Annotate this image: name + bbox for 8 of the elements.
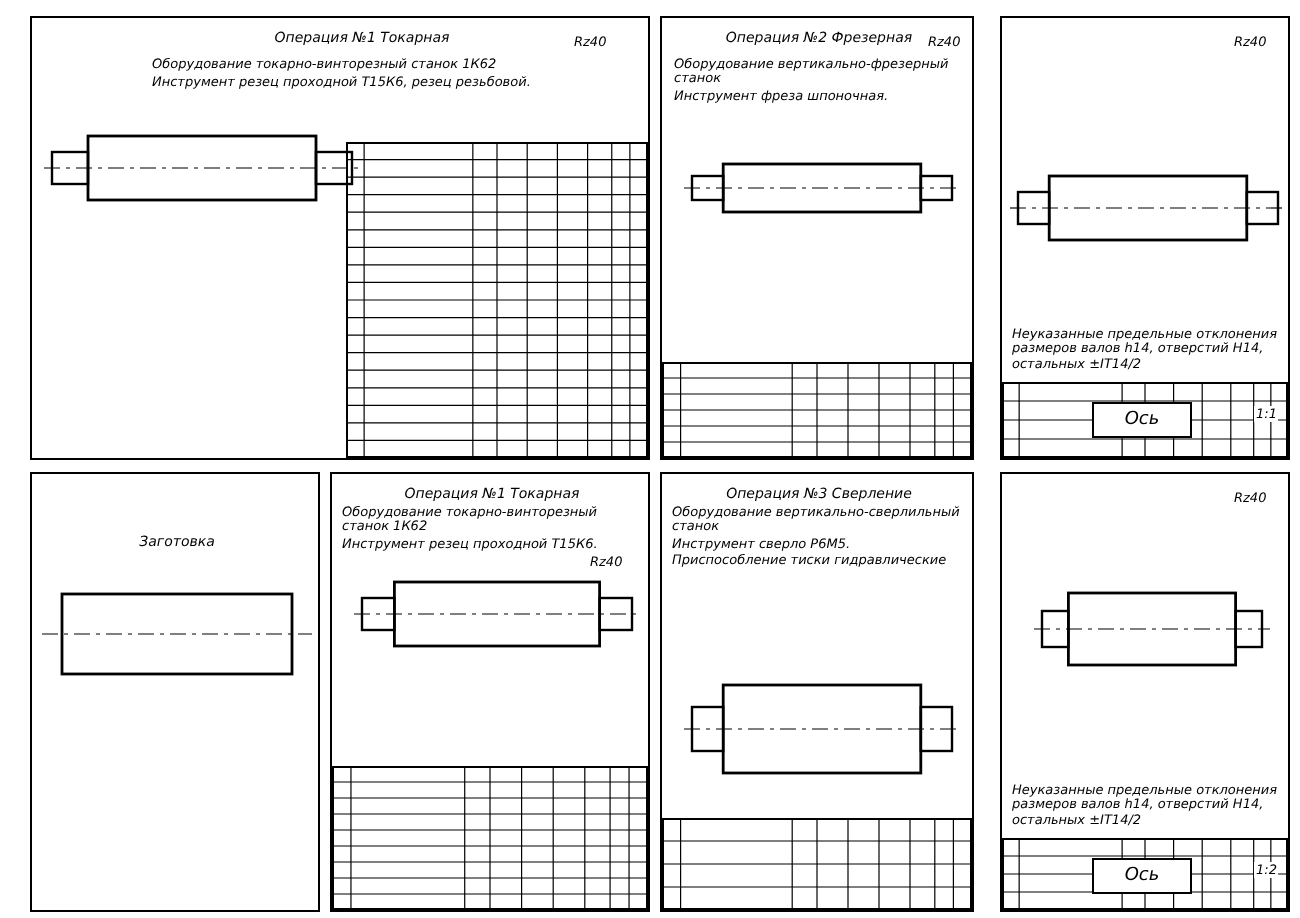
- drawing-sheet: [30, 16, 650, 460]
- drawing-sheet: [1000, 472, 1290, 912]
- title-block-cell: Ось: [1092, 858, 1192, 894]
- drawing-sheet: [330, 472, 650, 912]
- drawing-sheet: [660, 16, 974, 460]
- drawing-sheet: [30, 472, 320, 912]
- drawing-sheet: [1000, 16, 1290, 460]
- title-block-cell: Ось: [1092, 402, 1192, 438]
